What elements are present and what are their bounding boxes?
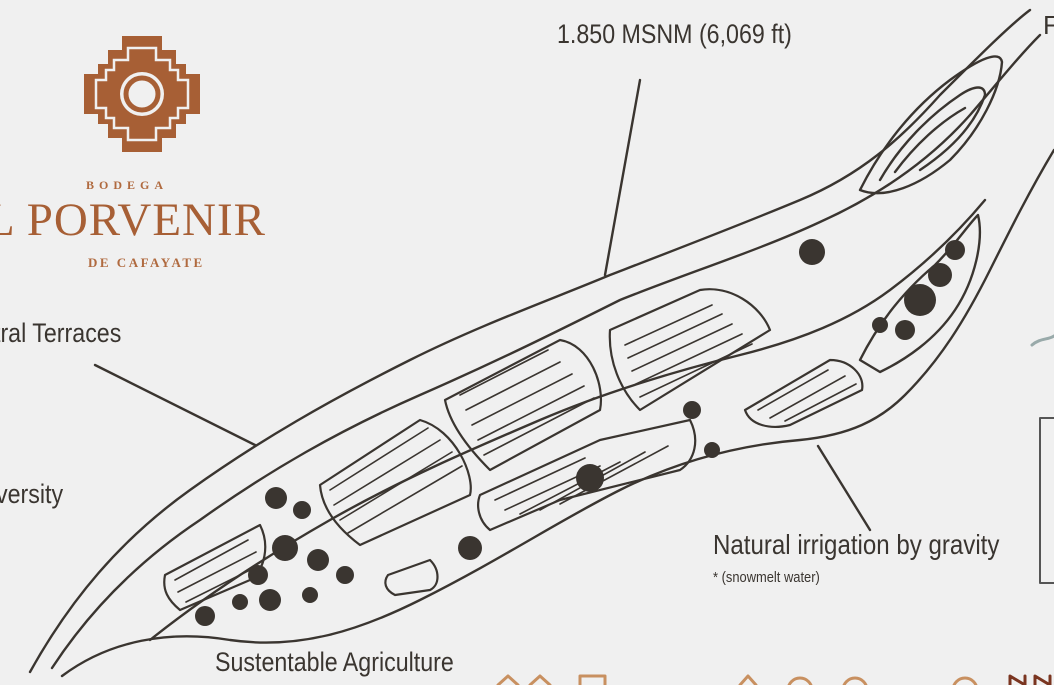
terrace-block-upper-right — [610, 289, 770, 410]
diversity-label: versity — [0, 479, 63, 510]
irrigation-leader — [818, 446, 870, 530]
edge-photo-frame — [1040, 418, 1054, 583]
terrace-block-small — [385, 560, 437, 595]
terrace-blocks — [164, 289, 862, 610]
edge-mark — [1032, 336, 1054, 345]
valley-bed-outline — [150, 200, 985, 640]
rocks — [195, 239, 965, 626]
logo-bodega: BODEGA — [86, 178, 168, 193]
irrigation-label: Natural irrigation by gravity — [713, 529, 999, 561]
terrace-block-right-small — [745, 360, 862, 427]
bottom-decor-dark — [1010, 676, 1050, 685]
edge-label: F — [1043, 10, 1054, 41]
terraces-label: tral Terraces — [0, 318, 121, 349]
altitude-label: 1.850 MSNM (6,069 ft) — [557, 19, 792, 50]
bottom-decor — [498, 676, 977, 685]
andean-cross-icon — [84, 36, 200, 152]
terraces-leader — [95, 365, 255, 445]
irrigation-note-label: * (snowmelt water) — [713, 569, 820, 586]
logo-name: L PORVENIR — [0, 193, 266, 247]
upper-lobe — [860, 56, 1002, 193]
logo-subtitle: DE CAFAYATE — [88, 255, 205, 271]
altitude-leader — [605, 80, 640, 275]
agriculture-label: Sustentable Agriculture — [215, 647, 454, 678]
